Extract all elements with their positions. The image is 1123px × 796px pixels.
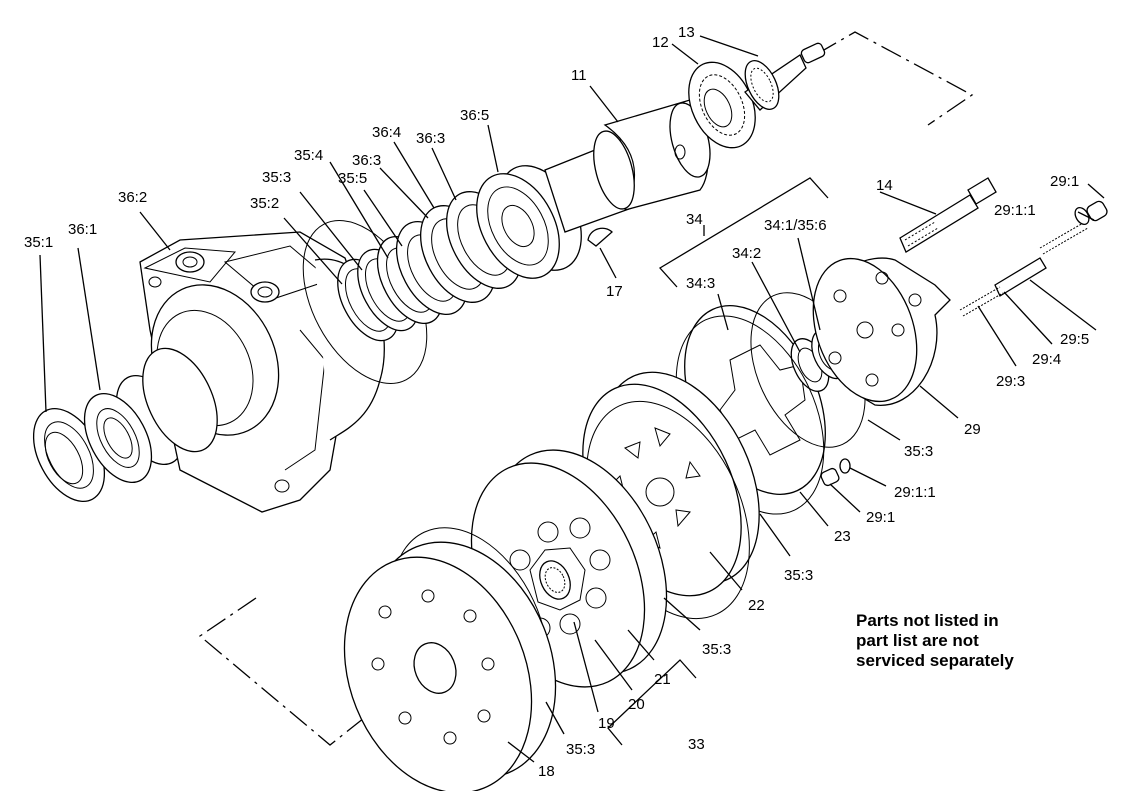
label-29-3: 29:3	[996, 373, 1025, 390]
spring-29-1-1	[1039, 200, 1108, 255]
note-line-1: Parts not listed in	[856, 611, 999, 630]
label-36-3-a: 36:3	[352, 152, 381, 169]
service-note: Parts not listed in part list are not se…	[856, 611, 1014, 670]
label-33: 33	[688, 736, 705, 753]
end-cover-29	[812, 257, 951, 406]
gear-12	[688, 61, 756, 149]
spline-19	[539, 560, 571, 600]
label-29-1-1-b: 29:1:1	[894, 484, 936, 501]
label-21: 21	[654, 671, 671, 688]
label-35-4: 35:4	[294, 147, 323, 164]
end-plate-18	[343, 541, 557, 794]
label-36-2: 36:2	[118, 189, 147, 206]
drive-shaft-11	[544, 99, 711, 233]
note-line-2: part list are not	[856, 631, 979, 650]
label-34-2: 34:2	[732, 245, 761, 262]
label-29-4: 29:4	[1032, 351, 1061, 368]
label-36-5: 36:5	[460, 107, 489, 124]
label-35-3-e: 35:3	[566, 741, 595, 758]
label-35-2: 35:2	[250, 195, 279, 212]
label-35-5: 35:5	[338, 170, 367, 187]
label-36-3-b: 36:3	[416, 130, 445, 147]
label-17: 17	[606, 283, 623, 300]
spring-29-3	[959, 286, 1004, 317]
group-bracket-33	[607, 659, 697, 746]
plug-29-1	[820, 458, 851, 487]
bolt-14	[899, 177, 997, 253]
label-11: 11	[571, 67, 587, 84]
label-35-1: 35:1	[24, 234, 53, 251]
label-35-3-b: 35:3	[904, 443, 933, 460]
label-36-4: 36:4	[372, 124, 401, 141]
label-13: 13	[678, 24, 695, 41]
key-17	[587, 227, 613, 247]
label-19: 19	[598, 715, 615, 732]
housing-36-2	[139, 231, 385, 513]
cardan-shaft-13	[744, 42, 826, 111]
label-36-1: 36:1	[68, 221, 97, 238]
bearing-36-1	[83, 374, 185, 484]
label-14: 14	[876, 177, 893, 194]
label-35-3-d: 35:3	[702, 641, 731, 658]
label-29-1-1-a: 29:1:1	[994, 202, 1036, 219]
explode-axis-upper	[816, 31, 974, 126]
label-35-3-a: 35:3	[262, 169, 291, 186]
valve-spool-29-5	[994, 257, 1047, 297]
label-29-1-a: 29:1	[1050, 173, 1079, 190]
label-29-5: 29:5	[1060, 331, 1089, 348]
leader-lines	[39, 35, 1105, 763]
group-bracket-34	[658, 177, 829, 288]
label-18: 18	[538, 763, 555, 780]
label-34: 34	[686, 211, 703, 228]
label-29-1-b: 29:1	[866, 509, 895, 526]
note-line-3: serviced separately	[856, 651, 1014, 670]
label-35-3-c: 35:3	[784, 567, 813, 584]
label-20: 20	[628, 696, 645, 713]
part-labels: 35:1 36:1 36:2 35:2 35:3 35:4 35:5 36:3 …	[24, 24, 1089, 780]
label-12: 12	[652, 34, 669, 51]
label-34-3: 34:3	[686, 275, 715, 292]
label-29: 29	[964, 421, 981, 438]
label-34-1-35-6: 34:1/35:6	[764, 217, 827, 234]
label-22: 22	[748, 597, 765, 614]
label-23: 23	[834, 528, 851, 545]
